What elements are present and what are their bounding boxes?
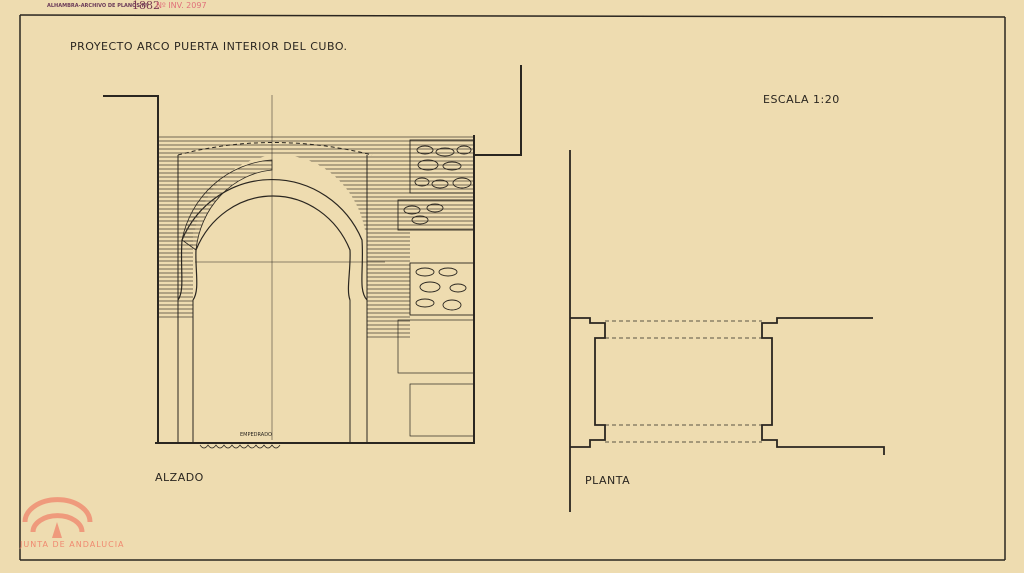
pavement-label: EMPEDRADO — [240, 432, 272, 438]
scale-label: ESCALA 1:20 — [763, 93, 840, 106]
plan-drawing — [569, 150, 885, 512]
archive-stamp: ALHAMBRA-ARCHIVO DE PLANOS Nº — [47, 3, 149, 9]
plan-label: PLANTA — [585, 474, 631, 487]
sheet-border — [19, 14, 1006, 561]
watermark-text: JUNTA DE ANDALUCIA — [20, 540, 125, 549]
inventory-number: Nº INV. 2097 — [156, 1, 207, 10]
elevation-label: ALZADO — [155, 471, 204, 484]
stone-masonry — [397, 139, 475, 316]
elevation-drawing — [103, 65, 522, 449]
drawing-title: PROYECTO ARCO PUERTA INTERIOR DEL CUBO. — [70, 40, 348, 53]
junta-logo — [22, 497, 93, 538]
plan-number: 1882 — [132, 0, 160, 12]
